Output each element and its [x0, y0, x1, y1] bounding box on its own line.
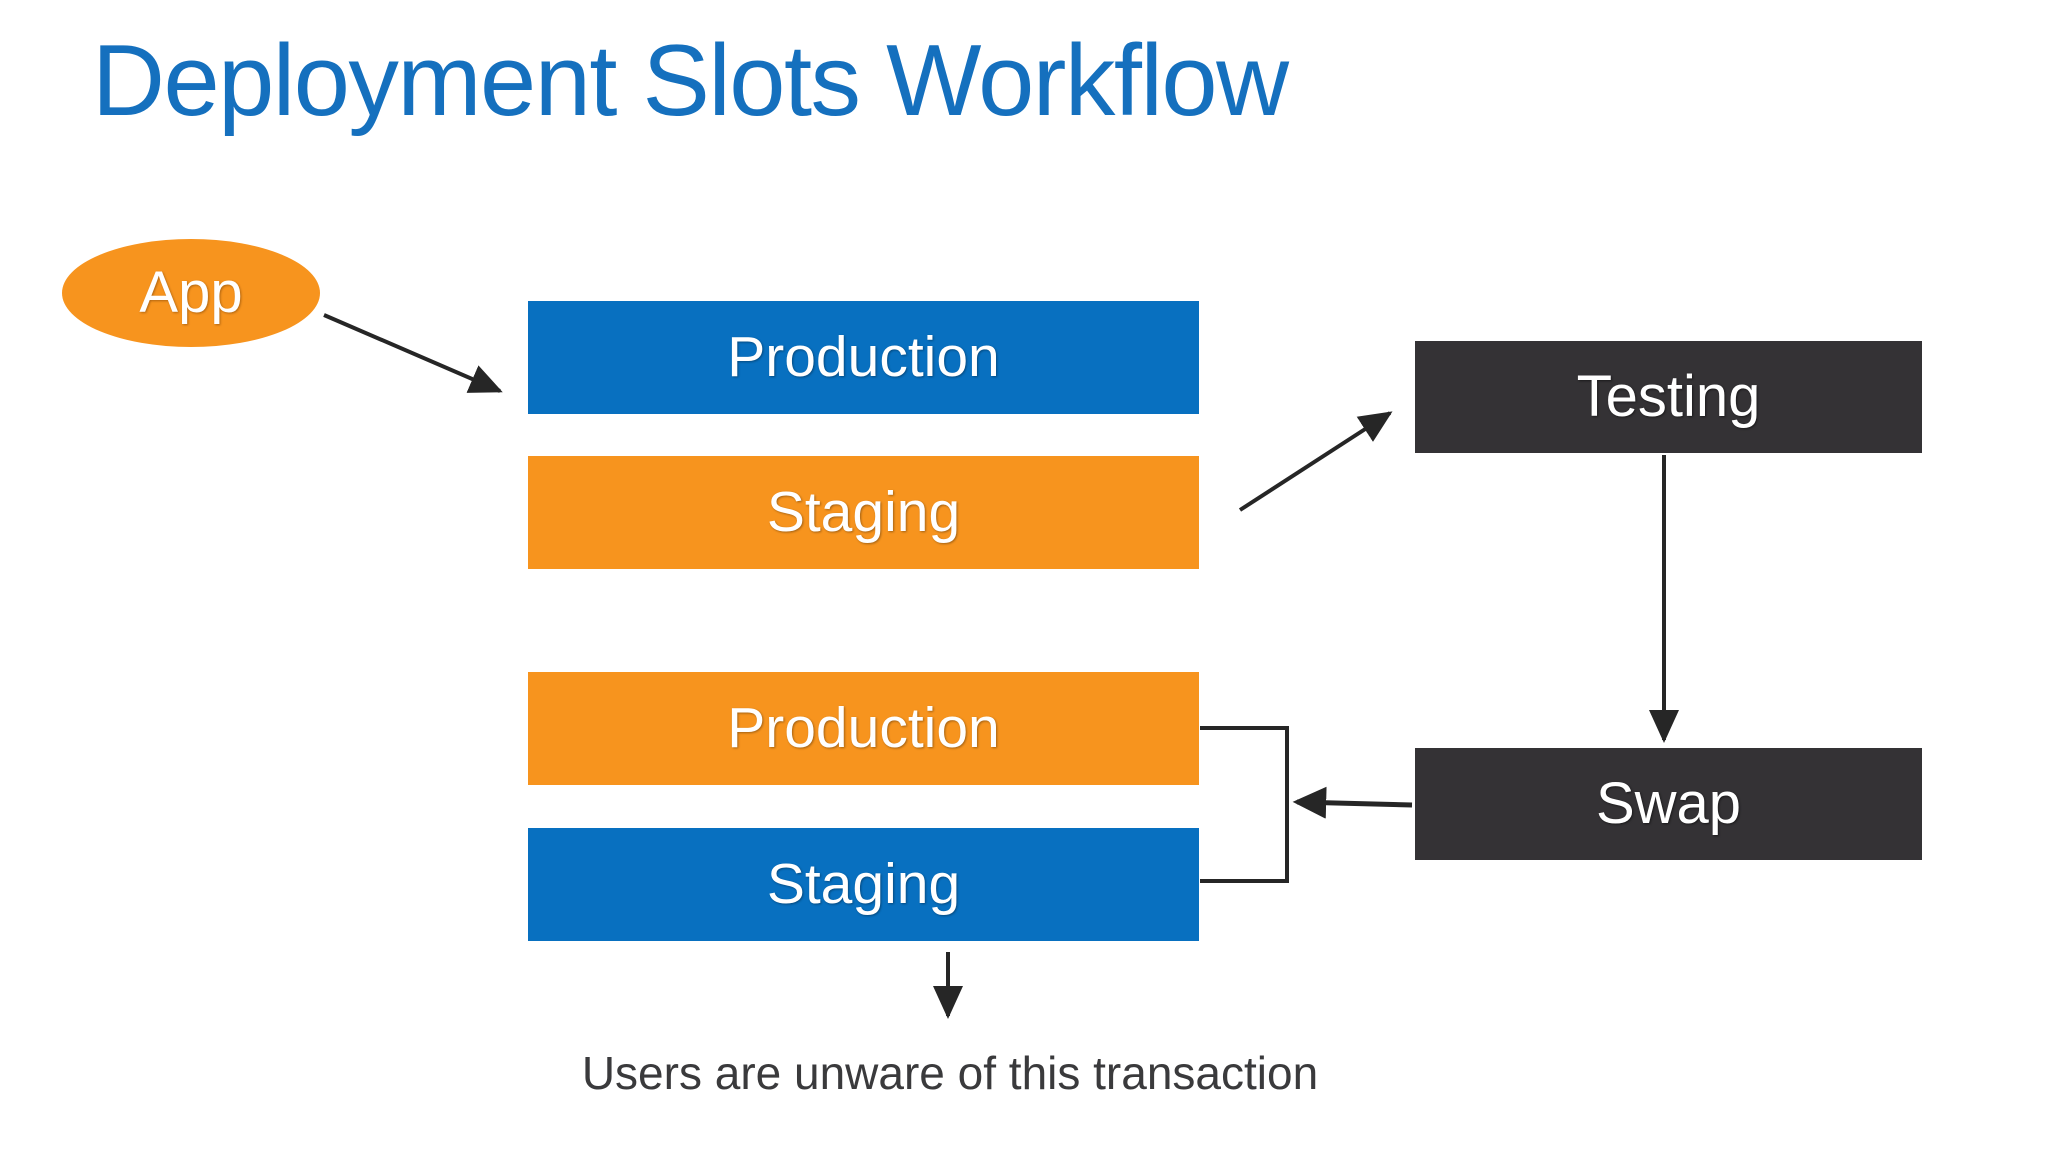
- node-testing[interactable]: Testing: [1415, 341, 1922, 453]
- connector-swap-to-slots: [1292, 786, 1413, 819]
- node-production-top[interactable]: Production: [528, 301, 1199, 414]
- bracket-bottom-group: [1200, 726, 1289, 883]
- connector-staging-to-testing: [1238, 411, 1393, 512]
- node-staging-top[interactable]: Staging: [528, 456, 1199, 569]
- page-title: Deployment Slots Workflow: [92, 24, 1289, 137]
- caption-text: Users are unware of this transaction: [581, 1047, 1319, 1099]
- node-swap[interactable]: Swap: [1415, 748, 1922, 860]
- connector-app-to-staging: [323, 313, 503, 393]
- node-production-bottom[interactable]: Production: [528, 672, 1199, 785]
- node-app[interactable]: App: [62, 239, 320, 347]
- node-staging-bottom[interactable]: Staging: [528, 828, 1199, 941]
